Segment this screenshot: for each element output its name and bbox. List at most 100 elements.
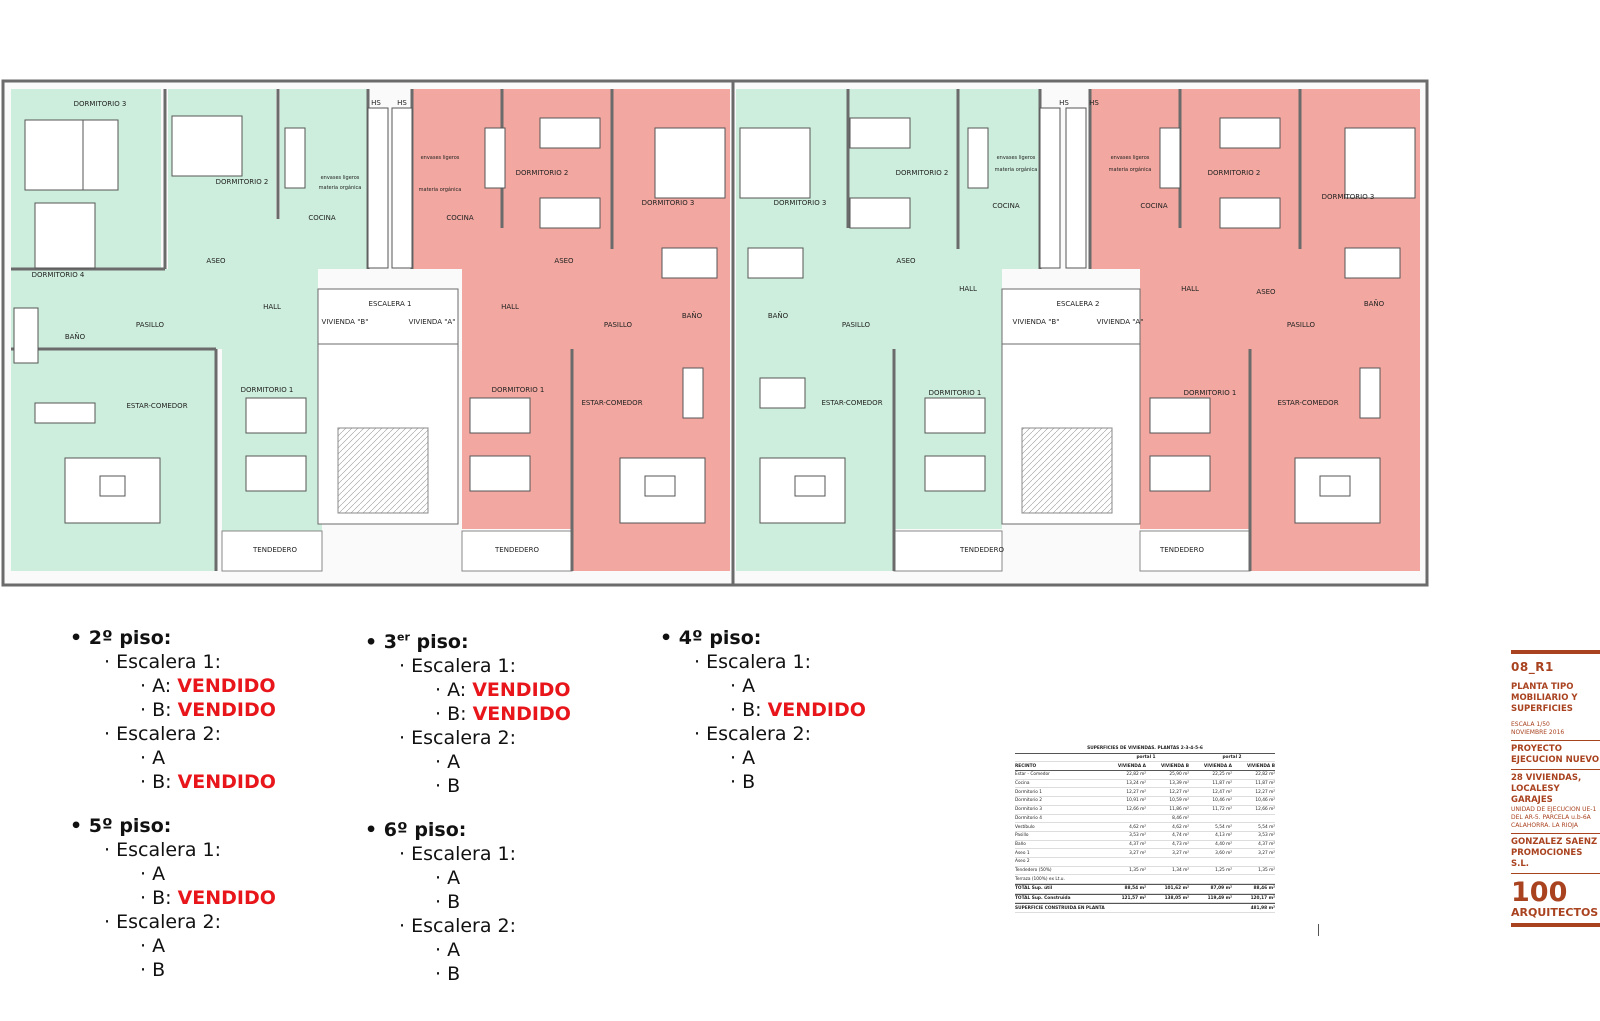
sold-badge: VENDIDO — [177, 887, 276, 909]
bin-label: envases ligeros — [997, 155, 1036, 161]
surfaces-table: SUPERFICIES DE VIVIENDAS. PLANTAS 2-3-4-… — [1015, 745, 1275, 914]
label-vivienda-a: VIVIENDA "A" — [409, 318, 456, 326]
bin-label: envases ligeros — [1111, 155, 1150, 161]
table-row-total-built: TOTAL Sup. Construida 121,57 m² 138,05 m… — [1015, 893, 1275, 904]
table-cell-area: 12,47 m² — [1212, 789, 1232, 795]
floor-block: • 3er piso: · Escalera 1: · A: VENDIDO ·… — [365, 631, 571, 798]
table-cell-area: 10,91 m² — [1126, 798, 1146, 804]
unit-label: A — [447, 939, 461, 962]
portal-2-label: portal 2 — [1222, 755, 1242, 761]
kitchen-furniture — [13, 107, 1401, 364]
table-cell-area: 8,46 m² — [1172, 815, 1189, 821]
table-cell-area: 3,60 m² — [1215, 850, 1232, 856]
table-cell-area: 4,73 m² — [1172, 841, 1189, 847]
label-pasillo: PASILLO — [136, 321, 165, 329]
label-bano: BAÑO — [682, 311, 703, 320]
escalera-label: Escalera 1: — [116, 651, 222, 673]
table-cell-area: 13,24 m² — [1126, 781, 1146, 787]
table-cell-area: 1,25 m² — [1215, 867, 1232, 873]
label-estar: ESTAR-COMEDOR — [581, 399, 642, 407]
label-cocina: COCINA — [446, 214, 474, 222]
table-cell-area: 3,27 m² — [1129, 850, 1146, 856]
table-cell-area: 1,35 m² — [1258, 867, 1275, 873]
table-cell-area: 3,53 m² — [1129, 833, 1146, 839]
table-cell-area: 22,82 m² — [1255, 772, 1275, 778]
label-escalera-2: ESCALERA 2 — [1057, 300, 1100, 308]
sold-badge: VENDIDO — [177, 675, 276, 697]
table-cell-room: Estar - Comedor — [1015, 772, 1050, 778]
table-cell-area: 11,87 m² — [1212, 781, 1232, 787]
sheet-date: NOVIEMBRE 2016 — [1511, 729, 1565, 736]
table-cell-area: 10,46 m² — [1255, 798, 1275, 804]
unit-label: A — [742, 747, 756, 769]
sheet-scale: ESCALA 1/50 — [1511, 721, 1550, 728]
escalera-label: Escalera 2: — [706, 723, 812, 745]
label-escalera-1: ESCALERA 1 — [369, 300, 412, 308]
label-dormitorio-1: DORMITORIO 1 — [492, 386, 545, 394]
escalera-label: Escalera 1: — [411, 843, 517, 866]
table-cell-area: 12,66 m² — [1255, 807, 1275, 813]
label-hall: HALL — [959, 285, 977, 293]
label-cocina: COCINA — [1140, 202, 1168, 210]
label-dormitorio-3: DORMITORIO 3 — [74, 100, 127, 108]
label-dormitorio-3: DORMITORIO 3 — [642, 199, 695, 207]
table-cell-area: 87,09 m² — [1210, 886, 1232, 892]
table-cell-area: 4,74 m² — [1172, 833, 1189, 839]
table-cell-area: 11,87 m² — [1255, 781, 1275, 787]
table-cell-area: 1,35 m² — [1129, 867, 1146, 873]
table-row: Cocina 13,24 m² 13,39 m² 11,87 m² 11,87 m² — [1015, 780, 1275, 789]
sold-badge: VENDIDO — [177, 771, 276, 793]
table-row: Aseo 2 — [1015, 858, 1275, 867]
label-dormitorio-2: DORMITORIO 2 — [516, 169, 569, 177]
table-cell-area: 88,54 m² — [1124, 886, 1146, 892]
table-cell-area: 22,82 m² — [1126, 772, 1146, 778]
table-cell-area: 5,54 m² — [1215, 824, 1232, 830]
label-estar: ESTAR-COMEDOR — [126, 402, 187, 410]
unit-label: A: — [447, 679, 467, 702]
table-cell-area: 10,46 m² — [1212, 798, 1232, 804]
table-row: Dormitorio 4 8,46 m² — [1015, 815, 1275, 824]
label-bano: BAÑO — [768, 311, 789, 320]
label-estar: ESTAR-COMEDOR — [1277, 399, 1338, 407]
label-estar: ESTAR-COMEDOR — [821, 399, 882, 407]
escalera-label: Escalera 2: — [411, 915, 517, 938]
table-header: RECINTO VIVIENDA A VIVIENDA B VIVIENDA A… — [1015, 762, 1275, 772]
project-description: 28 VIVIENDAS, LOCALESY GARAJES — [1511, 773, 1582, 805]
table-cell-room: Cocina — [1015, 781, 1030, 787]
label-pasillo: PASILLO — [842, 321, 871, 329]
bin-label: materia orgánica — [419, 186, 462, 193]
table-cell-area: 12,27 m² — [1255, 789, 1275, 795]
table-title: SUPERFICIES DE VIVIENDAS. PLANTAS 2-3-4-… — [1087, 746, 1203, 752]
table-cell-room: Pasillo — [1015, 833, 1029, 839]
label-pasillo: PASILLO — [1287, 321, 1316, 329]
table-cell-room: Aseo 2 — [1015, 859, 1030, 865]
bin-label: envases ligeros — [421, 155, 460, 161]
unit-label: B: — [447, 703, 467, 726]
terraces — [221, 530, 1251, 572]
living-furniture — [34, 367, 1381, 524]
label-vivienda-b: VIVIENDA "B" — [1013, 318, 1060, 326]
sheet-code: 08_R1 — [1511, 660, 1554, 674]
label-bano: BAÑO — [65, 332, 86, 341]
table-cell-area: 4,37 m² — [1258, 841, 1275, 847]
label-aseo: ASEO — [206, 257, 226, 265]
unit-label: B — [152, 959, 166, 981]
unit-label: A — [447, 751, 461, 774]
unit-label: A — [447, 867, 461, 890]
table-cell-room: TOTAL Sup. útil — [1015, 886, 1053, 892]
table-cell-area: 10,59 m² — [1169, 798, 1189, 804]
table-cell-area: 13,39 m² — [1169, 781, 1189, 787]
table-cell-area: 11,72 m² — [1212, 807, 1232, 813]
floor-status-column-1: • 2º piso: · Escalera 1: · A: VENDIDO · … — [70, 626, 276, 1002]
floor-label: 4º piso: — [678, 627, 762, 649]
table-cell-area: 4,13 m² — [1215, 833, 1232, 839]
table-cell-area: 88,46 m² — [1253, 886, 1275, 892]
hs-label: HS — [1089, 99, 1099, 107]
label-tendedero: TENDEDERO — [1159, 546, 1204, 554]
label-cocina: COCINA — [308, 214, 336, 222]
table-cell-room: Dormitorio 4 — [1015, 815, 1043, 821]
